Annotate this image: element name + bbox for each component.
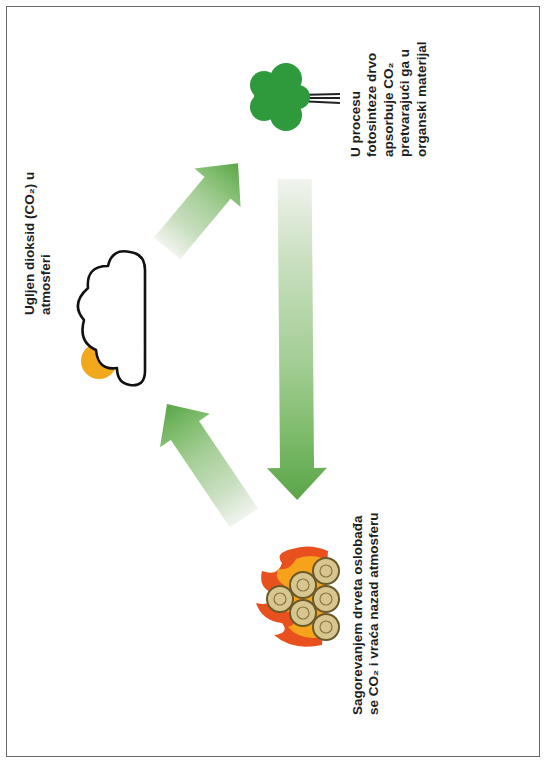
flow-arrow (160, 404, 258, 528)
tree-node: U procesu fotosinteze drvo apsorbuje CO₂… (246, 21, 430, 171)
tree-drawing (246, 51, 342, 141)
cloud-sun-drawing (59, 243, 159, 393)
cloud-illustration (59, 243, 159, 393)
flow-arrow (267, 179, 327, 500)
burning-logs-illustration (252, 543, 344, 653)
node-label: U procesu fotosinteze drvo apsorbuje CO₂… (348, 25, 430, 157)
tree-illustration (246, 51, 342, 141)
flow-arrow (154, 163, 241, 259)
atmosphere-node: Ugljen dioksid (CO₂) u atmosferi (22, 143, 159, 433)
label-group: U procesu fotosinteze drvo apsorbuje CO₂… (342, 21, 430, 171)
node-label: Ugljen dioksid (CO₂) u atmosferi (22, 143, 55, 315)
label-group: Sagorevanjem drveta oslobađa se CO₂ i vr… (344, 508, 383, 723)
node-label: Sagorevanjem drveta oslobađa se CO₂ i vr… (350, 512, 383, 715)
tree-crown (250, 63, 310, 131)
logs-fire-drawing (252, 543, 344, 653)
label-group: Ugljen dioksid (CO₂) u atmosferi (22, 143, 59, 433)
burning-node: Sagorevanjem drveta oslobađa se CO₂ i vr… (252, 508, 383, 723)
logs (267, 558, 339, 640)
log-rings (274, 565, 332, 633)
cloud (78, 251, 145, 385)
